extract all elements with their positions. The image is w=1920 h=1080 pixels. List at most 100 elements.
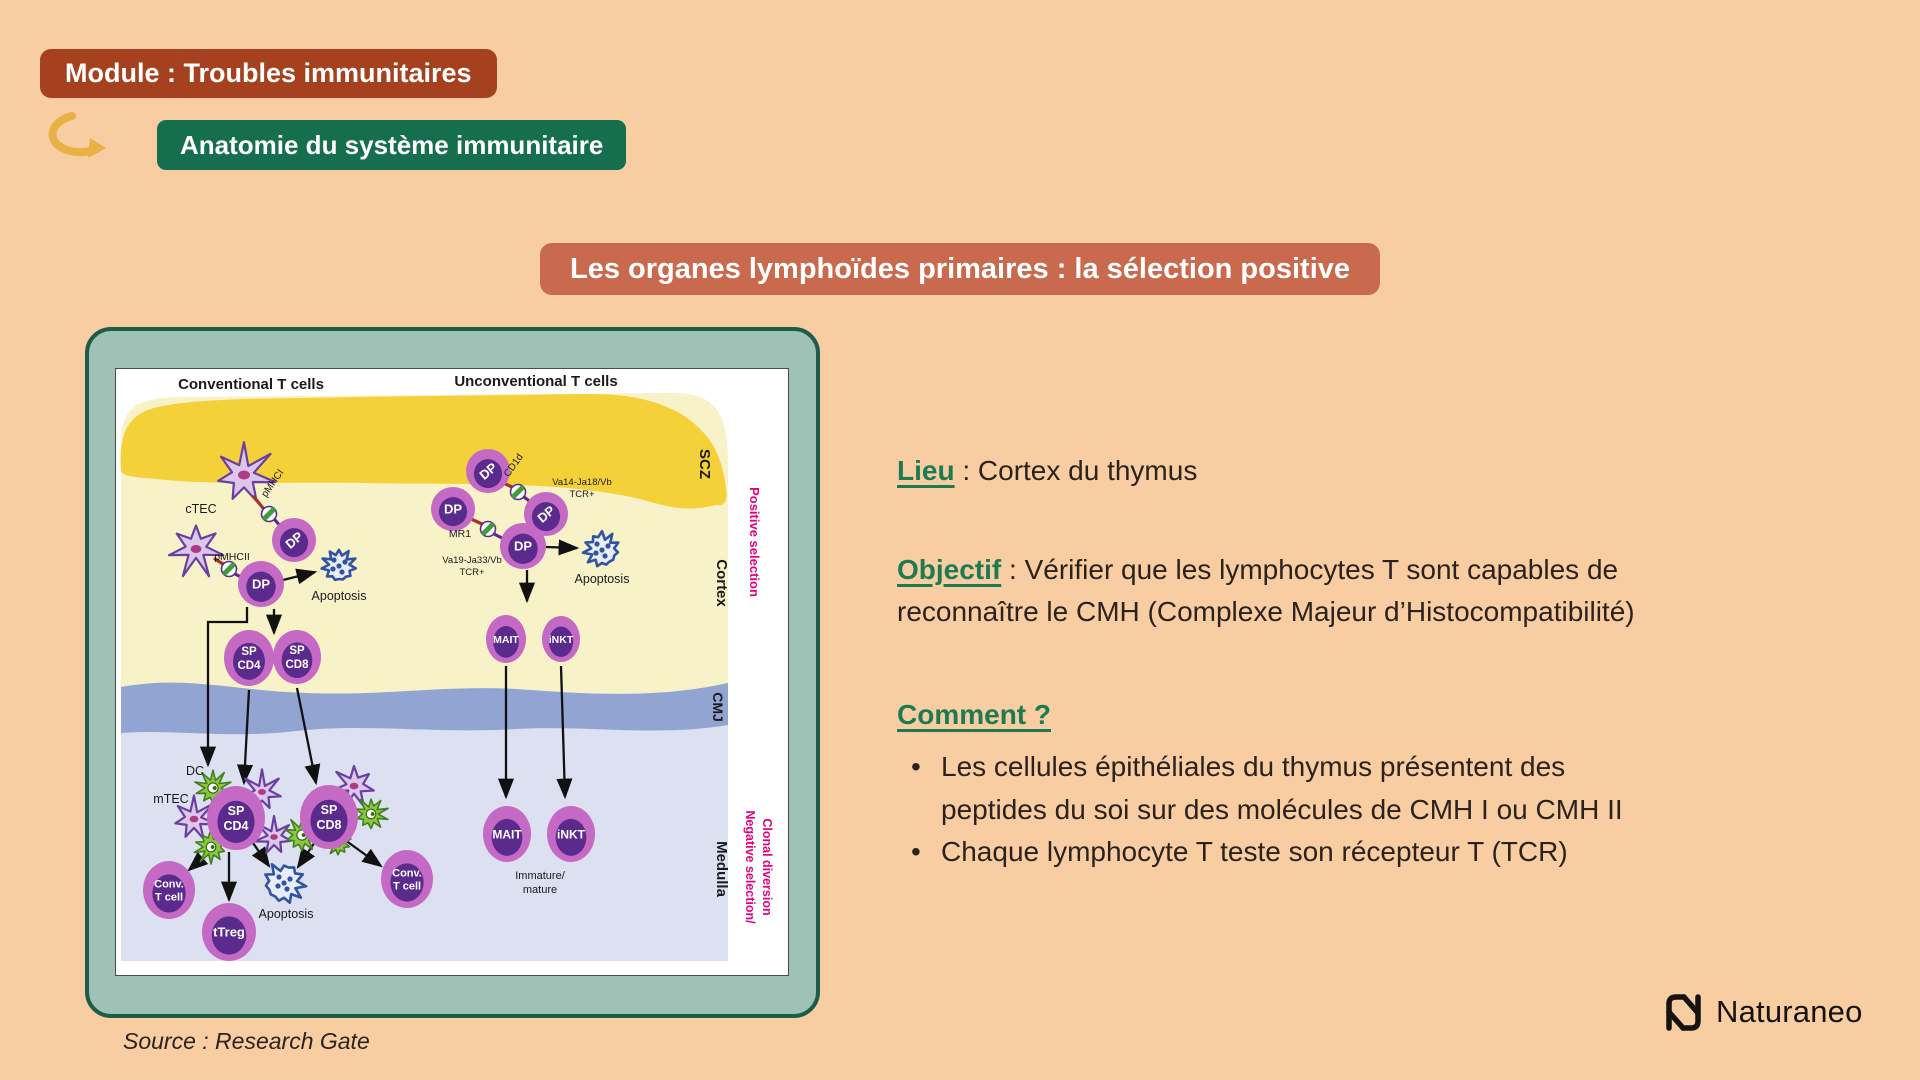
diagram-label: TCR+	[569, 489, 595, 500]
svg-text:CD4: CD4	[237, 660, 261, 672]
region-medulla	[121, 715, 728, 961]
diagram-label: Va19-Ja33/Vb	[442, 555, 502, 566]
diagram-label: cTEC	[185, 502, 216, 516]
comment-label: Comment ?	[897, 698, 1051, 730]
diagram-label: Cortex	[713, 559, 730, 607]
diagram-label: Va14-Ja18/Vb	[552, 477, 612, 488]
cell-dp: DP	[272, 518, 316, 562]
svg-text:SP: SP	[289, 645, 305, 657]
module-badge-label: Module : Troubles immunitaires	[65, 58, 472, 88]
diagram-label: Apoptosis	[259, 907, 314, 921]
diagram-label: Unconventional T cells	[454, 373, 617, 390]
cell-conv-tcell: Conv.T cell	[143, 861, 195, 919]
diagram-label: Apoptosis	[312, 589, 367, 603]
lieu-label: Lieu	[897, 455, 955, 486]
diagram-arrow	[199, 607, 249, 768]
diagram-label: Conventional T cells	[178, 376, 324, 393]
diagram-label: Apoptosis	[575, 572, 630, 586]
svg-text:SP: SP	[241, 646, 257, 658]
diagram-label: MR1	[449, 528, 471, 540]
svg-text:T cell: T cell	[155, 891, 183, 903]
naturaneo-logo: Naturaneo	[1656, 986, 1863, 1038]
cell-dp: DP	[431, 487, 475, 531]
svg-text:SP: SP	[321, 803, 338, 817]
pmhc-link	[252, 495, 265, 510]
lieu-text: : Cortex du thymus	[954, 455, 1198, 486]
diagram-arrow	[282, 568, 318, 585]
cell-conv-tcell: Conv.T cell	[381, 850, 433, 908]
svg-text:DP: DP	[252, 577, 270, 592]
diagram-label: mTEC	[153, 792, 188, 806]
tec-star-cell	[167, 524, 225, 578]
diagram-label: SCZ	[696, 449, 713, 479]
cell-dp: DP	[238, 561, 284, 607]
cell-sp-cd8: SP CD8	[273, 630, 321, 684]
diagram-label: mature	[523, 884, 557, 896]
naturaneo-logo-icon	[1666, 994, 1701, 1031]
svg-text:CD8: CD8	[285, 659, 309, 671]
content-panel: Lieu : Cortex du thymus Objectif : Vérif…	[897, 450, 1842, 874]
chapter-badge: Anatomie du système immunitaire	[157, 120, 627, 170]
apoptosis-blob	[320, 548, 357, 582]
tec-star-cell	[329, 764, 375, 810]
module-badge: Module : Troubles immunitaires	[40, 49, 497, 98]
cell-inkt: iNKT	[547, 806, 595, 862]
objectif-text: : Vérifier que les lymphocytes T sont ca…	[897, 553, 1635, 628]
diagram-arrow	[556, 665, 573, 800]
naturaneo-logo-text: Naturaneo	[1716, 994, 1863, 1029]
svg-text:DP: DP	[514, 539, 532, 554]
objectif-label: Objectif	[897, 553, 1002, 585]
diagram-arrow	[251, 842, 271, 868]
cell-dp: DP	[466, 449, 510, 493]
figure-source: Source : Research Gate	[123, 1028, 370, 1054]
svg-text:MAIT: MAIT	[492, 827, 522, 841]
comment-heading: Comment ?	[897, 694, 1842, 737]
svg-text:SP: SP	[228, 804, 245, 818]
svg-text:tTreg: tTreg	[213, 925, 245, 940]
pmhc-connector	[479, 520, 497, 538]
diagram-label: Clonal diversion	[760, 818, 774, 915]
pmhc-connector	[260, 505, 278, 523]
svg-text:Conv.: Conv.	[392, 867, 422, 879]
svg-text:iNKT: iNKT	[557, 827, 586, 841]
svg-text:MAIT: MAIT	[493, 634, 519, 646]
svg-text:DP: DP	[444, 502, 462, 517]
cell-dp: DP	[500, 523, 546, 569]
cell-ttreg: tTreg	[202, 903, 256, 961]
cell-inkt: iNKT	[542, 616, 580, 662]
cell-mait: MAIT	[483, 806, 531, 862]
comment-bullets: Les cellules épithéliales du thymus prés…	[897, 746, 1842, 874]
diagram-arrow	[236, 689, 254, 786]
diagram-label: Immature/	[515, 870, 565, 882]
lieu-line: Lieu : Cortex du thymus	[897, 450, 1842, 493]
chapter-badge-label: Anatomie du système immunitaire	[180, 129, 604, 160]
pmhc-connector	[509, 483, 527, 501]
comment-bullet: Les cellules épithéliales du thymus prés…	[897, 746, 1842, 831]
apoptosis-blob	[264, 863, 308, 904]
diagram-arrow	[344, 839, 383, 868]
comment-bullet: Chaque lymphocyte T teste son récepteur …	[897, 831, 1842, 874]
svg-text:Conv.: Conv.	[154, 878, 184, 890]
cell-dp: DP	[524, 492, 568, 536]
pmhc-connector	[220, 560, 238, 578]
diagram-arrow	[545, 539, 580, 556]
diagram-label: DC	[186, 764, 204, 778]
diagram-label: CMJ	[710, 692, 726, 722]
svg-text:CD8: CD8	[316, 818, 341, 832]
diagram-label: Positive selection	[747, 487, 762, 597]
curved-arrow-icon	[48, 112, 106, 158]
tec-star-cell	[241, 768, 282, 809]
svg-text:CD4: CD4	[223, 819, 248, 833]
diagram-label: Negative selection/	[743, 810, 757, 924]
diagram-label: pMHCII	[214, 551, 250, 563]
page-title-label: Les organes lymphoïdes primaires : la sé…	[569, 252, 1351, 285]
cell-mait: MAIT	[486, 615, 526, 663]
region-cmj	[121, 682, 728, 735]
diagram-arrow	[295, 687, 321, 786]
